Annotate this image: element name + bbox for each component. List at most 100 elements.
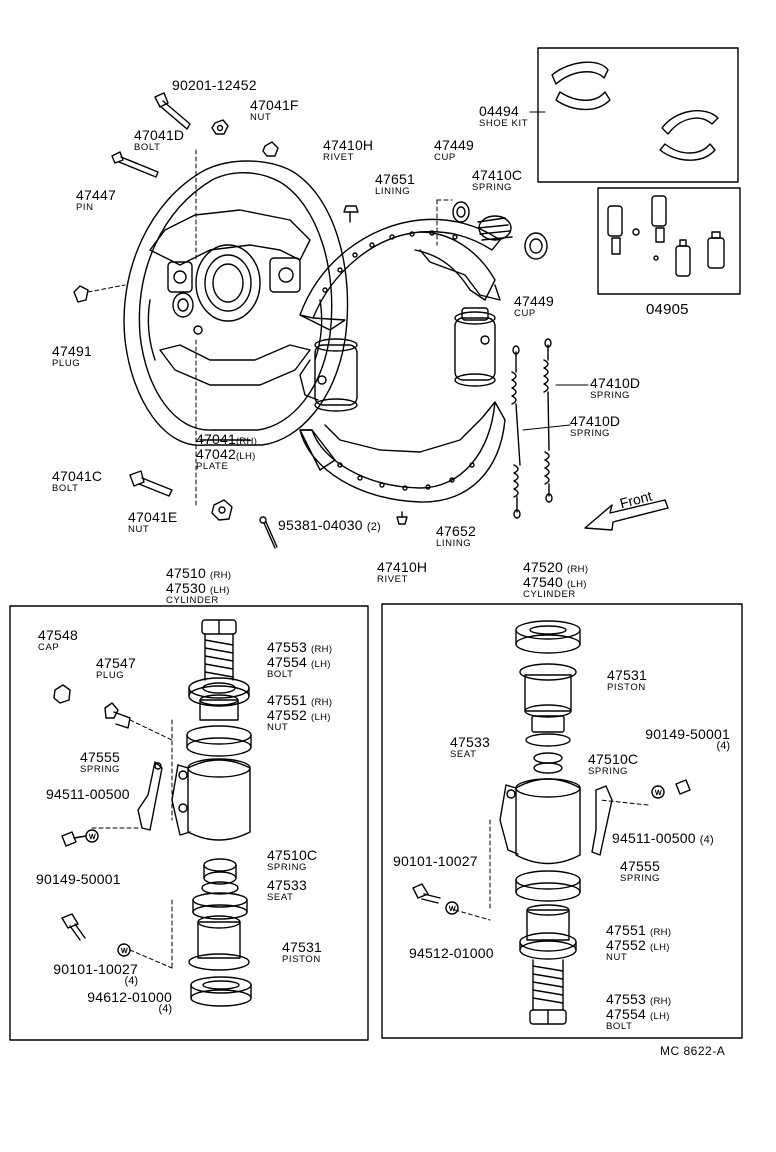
- part-bolt-right: 47553 (RH) 47554 (LH) BOLT: [606, 991, 672, 1032]
- part-number: 47548: [38, 627, 78, 643]
- svg-text:W: W: [121, 948, 128, 955]
- svg-text:W: W: [89, 834, 96, 841]
- part-number: 47531: [282, 939, 322, 955]
- part-name: SPRING: [570, 428, 611, 439]
- part-47041F: 47041F NUT: [250, 98, 299, 123]
- part-47410C: 47410C SPRING: [472, 168, 522, 193]
- part-nut-left: 47551 (RH) 47552 (LH) NUT: [267, 692, 333, 733]
- part-number: 04494: [479, 103, 519, 119]
- part-qty: (4): [158, 1003, 172, 1015]
- svg-text:W: W: [655, 790, 662, 797]
- part-90149-50001-left: 90149-50001: [36, 871, 121, 887]
- part-name: BOLT: [134, 142, 161, 153]
- part-plate: 47041(RH) 47042(LH) PLATE: [196, 432, 257, 472]
- shoe-kit-box: [529, 47, 739, 183]
- part-47533-left: 47533 SEAT: [267, 878, 307, 903]
- part-number: 47510C: [267, 847, 318, 863]
- part-number: 47555: [80, 749, 120, 765]
- part-name: NUT: [267, 722, 289, 733]
- part-name: SPRING: [590, 390, 631, 401]
- right-cylinder-box: W W: [381, 603, 743, 1039]
- cylinder-rh: 47520 (RH): [523, 559, 589, 575]
- part-name: LINING: [436, 538, 472, 549]
- part-number: 47491: [52, 343, 92, 359]
- part-name: SPRING: [267, 862, 308, 873]
- part-name: LINING: [375, 186, 411, 197]
- part-qty: (4): [124, 975, 138, 987]
- cylinder-lh: 47530 (LH): [166, 579, 230, 596]
- part-47449-bottom: 47449 CUP: [514, 294, 554, 319]
- part-name: NUT: [606, 952, 628, 963]
- left-cylinder-box: W W: [9, 605, 369, 1041]
- part-name: PLUG: [96, 670, 125, 681]
- fasteners-upper: [73, 92, 408, 549]
- part-90101-10027-left: 90101-10027 (4): [20, 962, 138, 987]
- part-90149-50001-right: 90149-50001 (4): [640, 727, 730, 752]
- part-47547: 47547 PLUG: [96, 656, 136, 681]
- part-47531-right: 47531 PISTON: [607, 668, 647, 693]
- part-number: 47449: [434, 137, 474, 153]
- cylinder-kit-box: [597, 187, 741, 295]
- part-04905: 04905: [646, 301, 689, 318]
- dashed-leaders: [87, 149, 649, 969]
- part-name: NUT: [128, 524, 150, 535]
- part-number: 47041F: [250, 97, 299, 113]
- part-47041C: 47041C BOLT: [52, 469, 102, 494]
- part-number: 47410C: [472, 167, 523, 183]
- part-name: CYLINDER: [166, 595, 219, 606]
- part-number: 47449: [514, 293, 554, 309]
- left-cylinder-header: 47510 (RH) 47530 (LH) CYLINDER: [166, 566, 231, 606]
- part-number: 47041D: [134, 127, 185, 143]
- part-number: 47410H: [377, 559, 428, 575]
- part-number: 94612-01000: [87, 989, 172, 1005]
- part-number: 90101-10027: [53, 961, 138, 977]
- part-number: 47410D: [590, 375, 641, 391]
- part-name: SEAT: [267, 892, 294, 903]
- part-47652: 47652 LINING: [436, 524, 476, 549]
- part-47510C-right: 47510C SPRING: [588, 752, 638, 777]
- part-47555-left: 47555 SPRING: [80, 750, 120, 775]
- part-name: SPRING: [588, 766, 629, 777]
- part-47041D: 47041D BOLT: [134, 128, 184, 153]
- diagram-code: MC 8622-A: [660, 1044, 726, 1058]
- part-47531-left: 47531 PISTON: [282, 940, 322, 965]
- part-number: 47531: [607, 667, 647, 683]
- part-number: 90149-50001: [645, 726, 730, 742]
- part-name: CUP: [434, 152, 456, 163]
- part-47447: 47447 PIN: [76, 188, 116, 213]
- part-47410D-b: 47410D SPRING: [570, 414, 620, 439]
- part-name: PISTON: [607, 682, 646, 693]
- part-number: 47041C: [52, 468, 103, 484]
- part-47491: 47491 PLUG: [52, 344, 92, 369]
- part-94511-00500-right: 94511-00500 (4): [612, 830, 714, 846]
- part-47410H-top: 47410H RIVET: [323, 138, 373, 163]
- part-47510C-left: 47510C SPRING: [267, 848, 317, 873]
- part-number: 47651: [375, 171, 415, 187]
- part-name: BOLT: [267, 669, 294, 680]
- right-cylinder-header: 47520 (RH) 47540 (LH) CYLINDER: [523, 560, 588, 600]
- cylinder-lh: 47540 (LH): [523, 573, 587, 590]
- part-94612-01000: 94612-01000 (4): [52, 990, 172, 1015]
- part-name: SPRING: [472, 182, 513, 193]
- part-name: NUT: [250, 112, 272, 123]
- backing-plate-drawing: [123, 160, 349, 446]
- part-number: 47510C: [588, 751, 639, 767]
- part-95381-04030: 95381-04030 (2): [278, 517, 381, 533]
- part-qty: (4): [716, 740, 730, 752]
- part-name: RIVET: [377, 574, 408, 585]
- part-47533-right: 47533 SEAT: [450, 735, 490, 760]
- svg-text:W: W: [449, 906, 456, 913]
- part-47410D-a: 47410D SPRING: [590, 376, 640, 401]
- part-name: SPRING: [620, 873, 661, 884]
- part-number: 47041E: [128, 509, 178, 525]
- part-name: CYLINDER: [523, 589, 576, 600]
- part-number: 47533: [267, 877, 307, 893]
- part-47555-right: 47555 SPRING: [620, 859, 660, 884]
- part-bolt-left: 47553 (RH) 47554 (LH) BOLT: [267, 639, 333, 680]
- part-90101-10027-right: 90101-10027: [393, 853, 478, 869]
- plate-rh: 47041(RH): [196, 431, 258, 447]
- part-name: PLATE: [196, 461, 229, 472]
- part-94511-00500-left: 94511-00500: [46, 786, 130, 802]
- part-47651: 47651 LINING: [375, 172, 415, 197]
